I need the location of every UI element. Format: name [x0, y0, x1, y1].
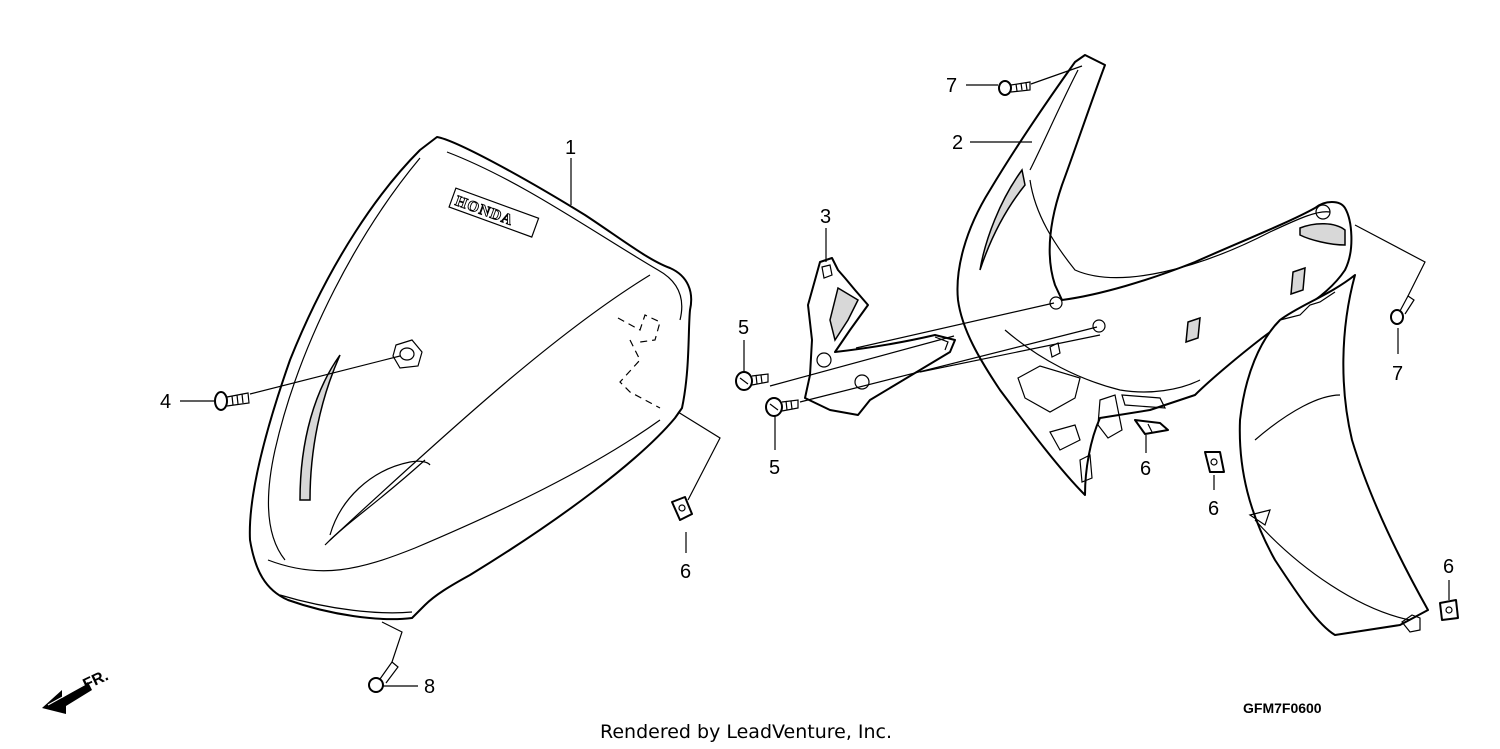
- callout-5-upper: 5: [738, 317, 749, 339]
- clip-nut-6-right[interactable]: [1439, 599, 1459, 621]
- callout-8: 8: [424, 676, 435, 698]
- callout-6-left: 6: [680, 561, 691, 583]
- screw-7-top[interactable]: [998, 80, 1031, 96]
- render-credit: Rendered by LeadVenture, Inc.: [600, 721, 892, 743]
- diagram-code: GFM7F0600: [1243, 700, 1322, 716]
- callout-7-right: 7: [1392, 363, 1403, 385]
- clip-nut-6-center[interactable]: [1134, 419, 1169, 435]
- screw-5-upper[interactable]: [735, 371, 769, 391]
- callout-5-lower: 5: [769, 457, 780, 479]
- callout-7-top: 7: [946, 75, 957, 97]
- screw-4[interactable]: [214, 391, 250, 411]
- callout-6-mid: 6: [1208, 498, 1219, 520]
- clip-nut-6-mid[interactable]: [1204, 451, 1225, 473]
- clip-nut-6-left[interactable]: [671, 496, 693, 521]
- front-cover-part[interactable]: HONDA: [248, 136, 693, 621]
- inner-cover-part[interactable]: [956, 54, 1429, 636]
- callout-6-center: 6: [1140, 458, 1151, 480]
- screw-8[interactable]: [368, 661, 399, 693]
- callout-2: 2: [952, 132, 963, 154]
- direction-label: FR.: [81, 667, 112, 693]
- screw-5-lower[interactable]: [765, 397, 799, 417]
- leader-lines: [180, 65, 1450, 687]
- screw-7-right[interactable]: [1390, 295, 1415, 325]
- callout-4: 4: [160, 391, 171, 413]
- bracket-part[interactable]: [804, 257, 956, 416]
- front-direction-arrow: FR.: [42, 667, 111, 714]
- callout-3: 3: [820, 206, 831, 228]
- callout-6-right: 6: [1443, 556, 1454, 578]
- callout-1: 1: [565, 137, 576, 159]
